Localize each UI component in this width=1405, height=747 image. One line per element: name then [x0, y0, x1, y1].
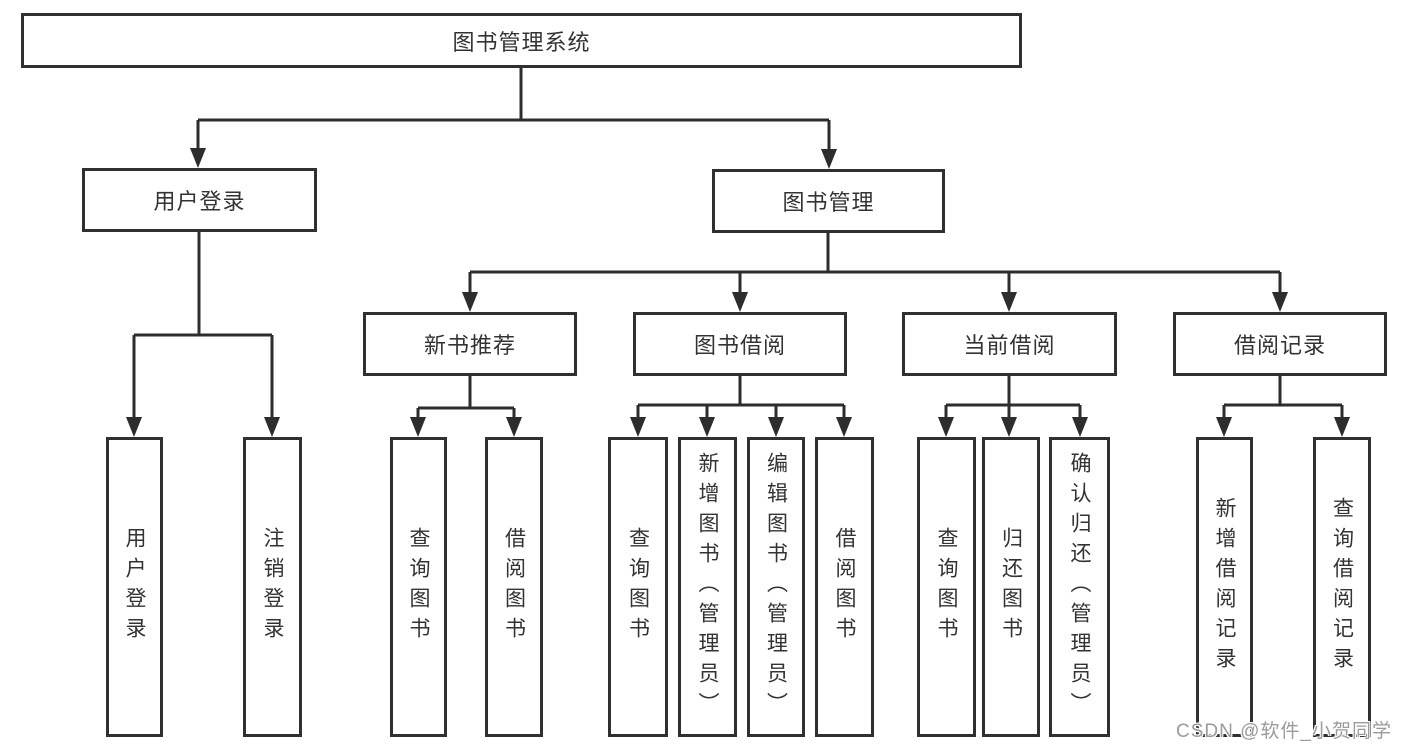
leaf-borrow-books-recommend: 借阅图书: [485, 437, 543, 737]
node-book-borrowing-label: 图书借阅: [693, 333, 786, 358]
connector-root-to-level2: [190, 68, 837, 169]
arrow-down-icon: [699, 417, 715, 437]
csdn-watermark: CSDN @软件_小贺同学: [1176, 721, 1392, 742]
node-new-book-recommend-label: 新书推荐: [423, 333, 516, 358]
leaf-borrow-books-borrowing-label: 借阅图书: [833, 527, 856, 647]
node-book-borrowing: 图书借阅: [633, 312, 847, 376]
node-new-book-recommend: 新书推荐: [363, 312, 577, 376]
node-library-system-label: 图书管理系统: [452, 29, 591, 55]
node-library-system: 图书管理系统: [21, 13, 1022, 68]
arrow-down-icon: [410, 417, 426, 437]
leaf-user-login-label: 用户登录: [123, 527, 146, 647]
leaf-query-books-recommend-label: 查询图书: [407, 527, 430, 647]
arrow-down-icon: [1072, 417, 1088, 437]
leaf-edit-books-admin: 编辑图书（管理员）: [747, 437, 805, 737]
arrow-down-icon: [821, 149, 837, 169]
node-book-management: 图书管理: [712, 169, 945, 233]
leaf-logout-label: 注销登录: [261, 527, 284, 647]
arrow-down-icon: [126, 417, 142, 437]
connector-user-login-to-leaves: [126, 232, 280, 437]
leaf-borrow-books-borrowing: 借阅图书: [815, 437, 874, 737]
leaf-add-borrow-record-label: 新增借阅记录: [1213, 497, 1236, 677]
connector-new-book-recommend-to-leaves: [410, 376, 522, 437]
leaf-query-books-borrowing: 查询图书: [608, 437, 668, 737]
leaf-confirm-return-admin-label: 确认归还（管理员）: [1068, 452, 1091, 722]
node-user-login-label: 用户登录: [153, 189, 246, 214]
arrow-down-icon: [1001, 292, 1017, 312]
arrow-down-icon: [264, 417, 280, 437]
leaf-query-books-borrowing-label: 查询图书: [626, 527, 650, 647]
connector-borrowing-records-to-leaves: [1216, 376, 1350, 437]
connector-book-management-to-level3: [462, 233, 1288, 312]
node-borrowing-records-label: 借阅记录: [1233, 333, 1326, 358]
connector-book-borrowing-to-leaves: [630, 376, 852, 437]
arrow-down-icon: [1216, 417, 1232, 437]
node-book-management-label: 图书管理: [782, 190, 875, 215]
leaf-borrow-books-recommend-label: 借阅图书: [502, 527, 526, 647]
leaf-edit-books-admin-label: 编辑图书（管理员）: [764, 452, 788, 722]
leaf-query-books-current-label: 查询图书: [935, 527, 958, 647]
arrow-down-icon: [462, 292, 478, 312]
arrow-down-icon: [1272, 292, 1288, 312]
arrow-down-icon: [506, 417, 522, 437]
node-current-borrowing-label: 当前借阅: [963, 333, 1056, 358]
leaf-return-books: 归还图书: [982, 437, 1040, 737]
leaf-query-books-current: 查询图书: [917, 437, 976, 737]
leaf-add-books-admin-label: 新增图书（管理员）: [696, 452, 719, 722]
arrow-down-icon: [836, 417, 852, 437]
arrow-down-icon: [732, 292, 748, 312]
leaf-user-login: 用户登录: [106, 437, 163, 737]
arrow-down-icon: [630, 417, 646, 437]
leaf-add-books-admin: 新增图书（管理员）: [678, 437, 737, 737]
leaf-query-borrow-record: 查询借阅记录: [1313, 437, 1371, 737]
arrow-down-icon: [190, 148, 206, 168]
leaf-add-borrow-record: 新增借阅记录: [1196, 437, 1253, 737]
arrow-down-icon: [938, 417, 954, 437]
leaf-query-borrow-record-label: 查询借阅记录: [1330, 497, 1354, 677]
leaf-logout: 注销登录: [243, 437, 302, 737]
node-current-borrowing: 当前借阅: [902, 312, 1117, 376]
arrow-down-icon: [768, 417, 784, 437]
leaf-confirm-return-admin: 确认归还（管理员）: [1049, 437, 1110, 737]
leaf-query-books-recommend: 查询图书: [390, 437, 447, 737]
arrow-down-icon: [1334, 417, 1350, 437]
arrow-down-icon: [1001, 417, 1017, 437]
node-borrowing-records: 借阅记录: [1173, 312, 1387, 376]
node-user-login: 用户登录: [82, 168, 317, 232]
connector-current-borrowing-to-leaves: [938, 376, 1088, 437]
leaf-return-books-label: 归还图书: [999, 527, 1023, 647]
